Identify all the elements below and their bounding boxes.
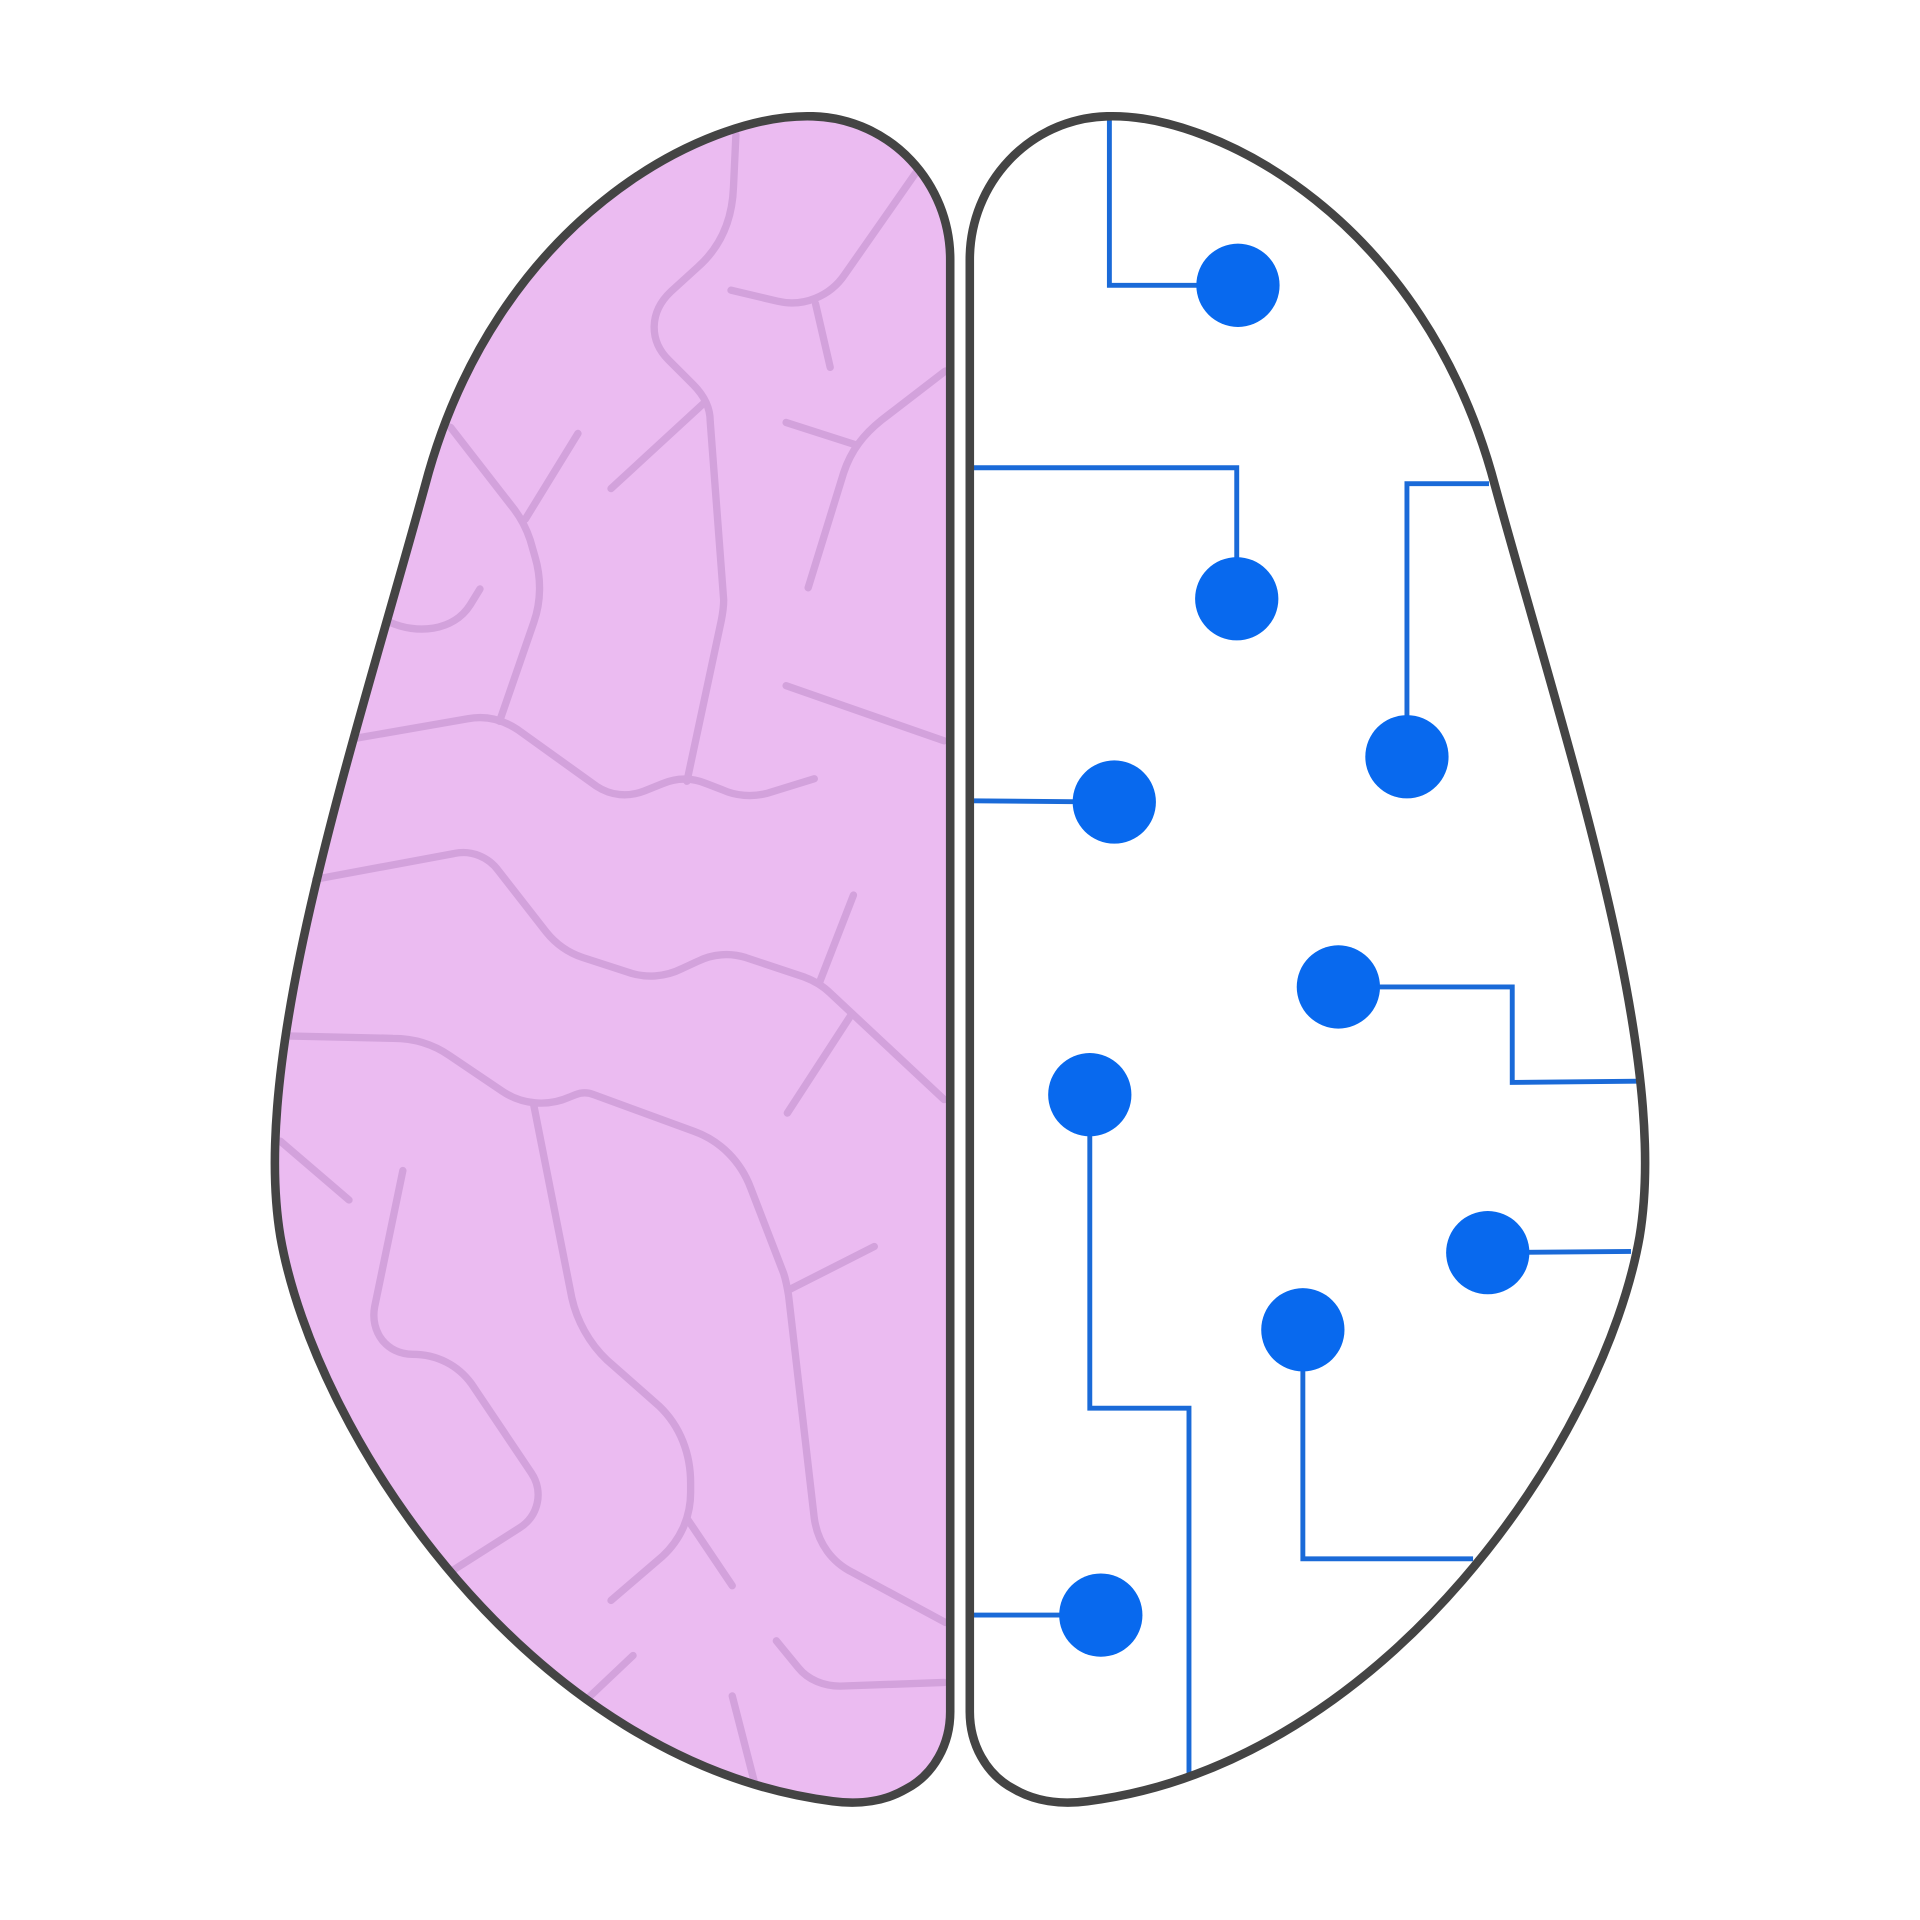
- circuit-trace: [972, 465, 1240, 599]
- circuit-trace: [1404, 481, 1489, 757]
- fold-line: [727, 168, 920, 307]
- fold-line: [607, 400, 707, 493]
- fold-line: [783, 1011, 855, 1117]
- circuit-node: [1059, 1573, 1143, 1657]
- circuit-trace: [1106, 118, 1238, 288]
- fold-line: [276, 1137, 353, 1204]
- fold-line: [782, 418, 859, 449]
- fold-line: [282, 1032, 949, 1627]
- fold-line: [650, 131, 740, 785]
- circuit-node: [1072, 760, 1156, 844]
- fold-line: [815, 891, 858, 987]
- circuit-node: [1365, 715, 1449, 799]
- circuit-node: [1446, 1211, 1530, 1295]
- fold-line: [683, 1514, 736, 1590]
- circuit-node: [1261, 1288, 1345, 1372]
- left-hemisphere: [270, 112, 955, 1807]
- circuit-trace: [1087, 1094, 1192, 1776]
- circuit-traces: [972, 118, 1639, 1776]
- fold-line: [786, 1242, 878, 1294]
- fold-line: [312, 848, 948, 1104]
- circuit-node: [1196, 243, 1280, 327]
- fold-line: [782, 682, 948, 745]
- circuit-node: [1296, 945, 1380, 1029]
- fold-line: [728, 1692, 758, 1786]
- fold-line: [772, 1637, 948, 1690]
- fold-line: [370, 1166, 542, 1575]
- left-hemisphere-shape: [274, 116, 951, 1803]
- fold-line: [521, 429, 582, 523]
- fold-line: [584, 1651, 637, 1703]
- right-hemisphere: [965, 112, 1650, 1807]
- fold-line: [385, 585, 484, 633]
- brain-folds: [276, 131, 949, 1786]
- left-hemisphere-outline: [270, 112, 955, 1807]
- circuit-trace: [1338, 984, 1639, 1085]
- circuit-trace: [1300, 1329, 1474, 1562]
- fold-line: [351, 713, 818, 800]
- fold-line: [811, 300, 834, 372]
- fold-line: [804, 367, 949, 592]
- right-hemisphere-outline: [965, 112, 1650, 1807]
- fold-line: [530, 1102, 695, 1605]
- circuit-nodes: [1048, 243, 1530, 1657]
- fold-line: [446, 423, 544, 725]
- circuit-node: [1048, 1053, 1132, 1137]
- circuit-node: [1195, 557, 1279, 641]
